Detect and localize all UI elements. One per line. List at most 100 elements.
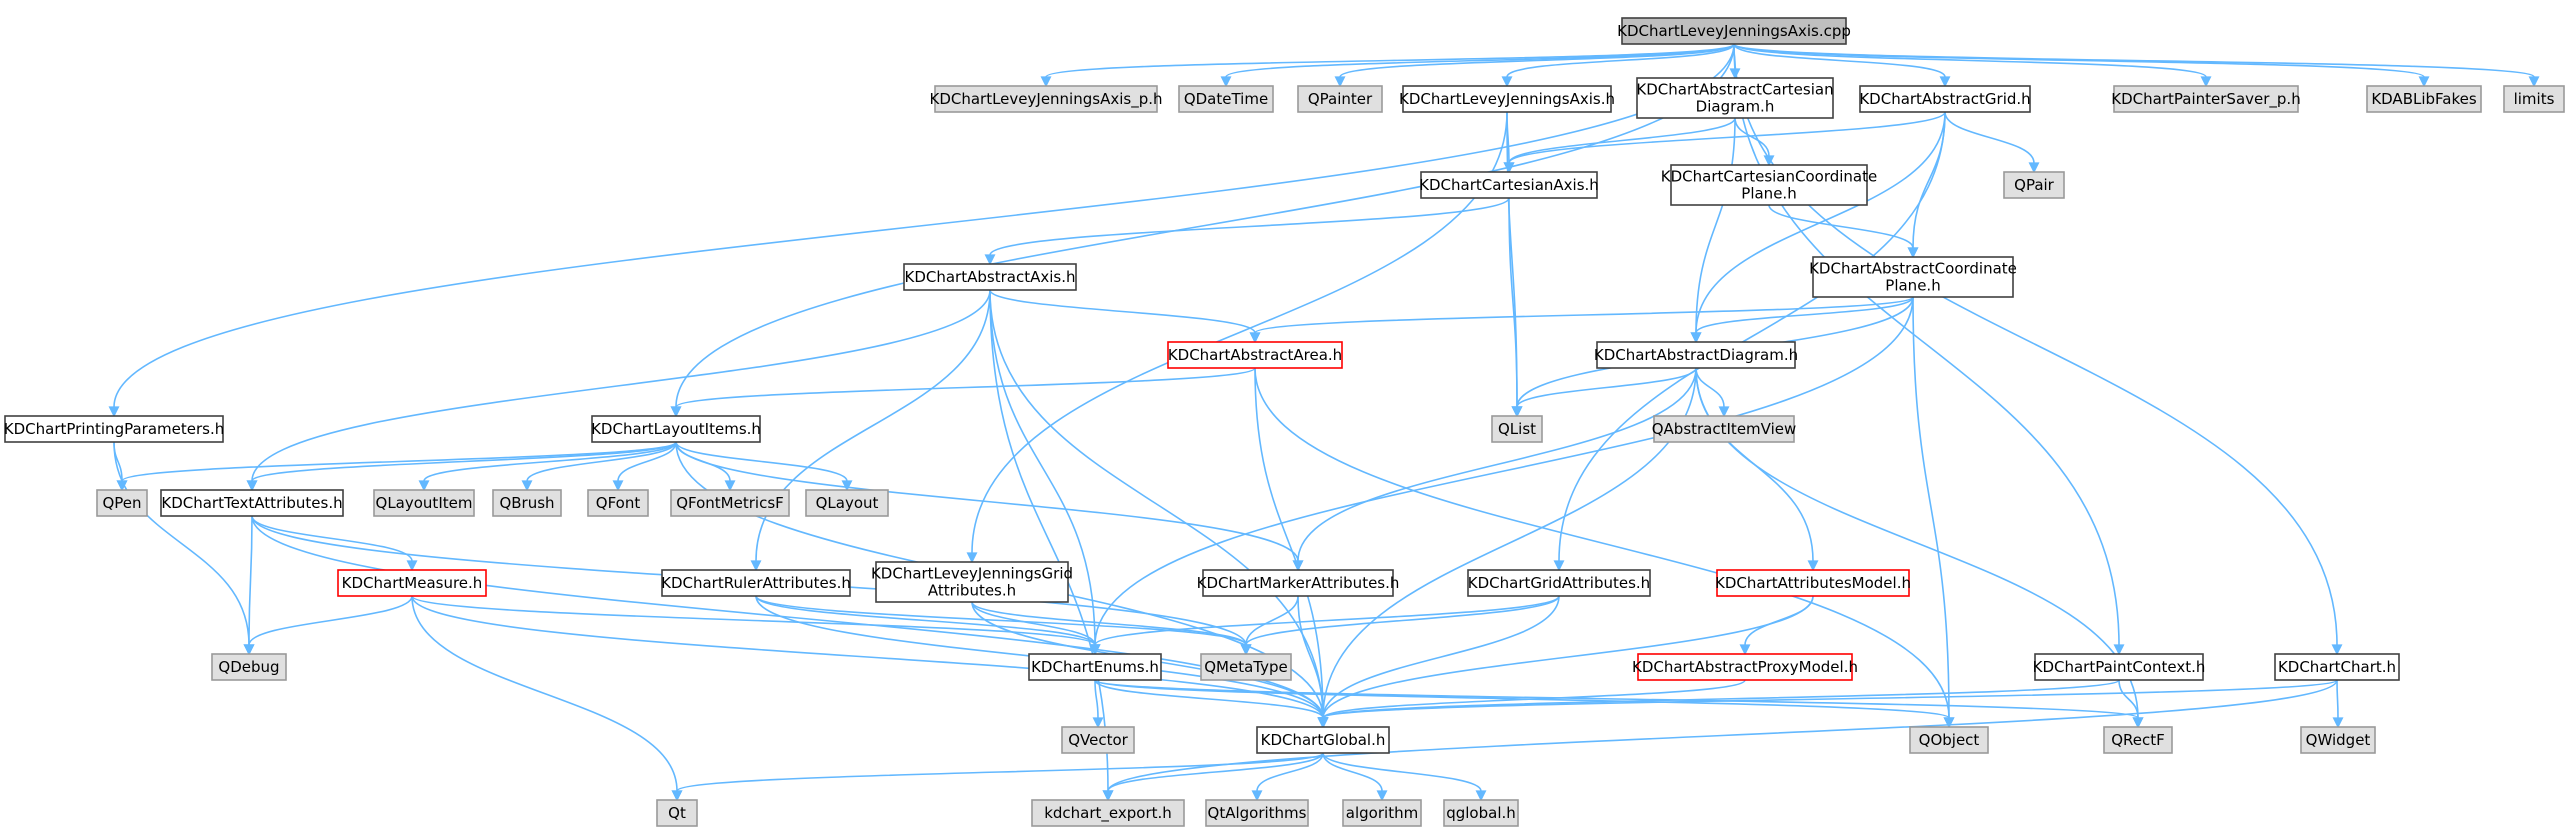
node-qdatetime: QDateTime: [1178, 85, 1274, 113]
node-absarea[interactable]: KDChartAbstractArea.h: [1167, 341, 1343, 369]
edge-absgrid-to-cartaxis: [1503, 111, 1946, 174]
node-box: [1402, 85, 1612, 113]
edge-line: [989, 289, 1324, 719]
edge-arrowhead: [1718, 406, 1730, 418]
node-label: QObject: [1919, 731, 1980, 749]
node-marker[interactable]: KDChartMarkerAttributes.h: [1197, 569, 1400, 597]
edge-line: [1322, 752, 1482, 792]
node-label: QList: [1498, 420, 1536, 438]
node-qmetatype: QMetaType: [1200, 653, 1292, 681]
edge-cartcoord-to-abscoord: [1768, 204, 1919, 259]
edge-line: [989, 289, 1256, 334]
edge-ljgrid-to-enums: [971, 601, 1101, 656]
edge-line: [1107, 752, 1324, 792]
edge-line: [1695, 367, 1725, 408]
node-box: [934, 85, 1158, 113]
node-label: KDChartTextAttributes.h: [161, 494, 342, 512]
node-ljaxis_h[interactable]: KDChartLeveyJenningsAxis.h: [1399, 85, 1615, 113]
edge-line: [113, 441, 250, 646]
node-label: QBrush: [499, 494, 554, 512]
edge-arrowhead: [1092, 717, 1104, 729]
node-textattr[interactable]: KDChartTextAttributes.h: [160, 489, 344, 517]
node-ruler[interactable]: KDChartRulerAttributes.h: [661, 569, 851, 597]
edge-line: [1508, 111, 1946, 164]
node-paintersaver: KDChartPainterSaver_p.h: [2111, 85, 2301, 113]
edge-arrowhead: [1501, 76, 1513, 88]
node-label: Plane.h: [1885, 277, 1940, 295]
node-box: [2366, 85, 2482, 113]
edge-arrowhead: [1040, 76, 1052, 88]
edge-line: [617, 441, 677, 482]
node-box: [656, 799, 698, 827]
edge-absdiag-to-marker: [1292, 367, 1697, 572]
node-label: KDChartAbstractDiagram.h: [1594, 346, 1798, 364]
edge-layoutitems-to-qlayout: [675, 441, 853, 492]
edge-line: [989, 197, 1510, 256]
node-label: KDChartPainterSaver_p.h: [2111, 90, 2300, 109]
node-absaxis[interactable]: KDChartAbstractAxis.h: [903, 263, 1077, 291]
node-absproxy[interactable]: KDChartAbstractProxyModel.h: [1632, 653, 1858, 681]
node-label: KDChartAbstractGrid.h: [1859, 90, 2030, 108]
edge-line: [411, 595, 1096, 646]
node-global[interactable]: KDChartGlobal.h: [1256, 726, 1390, 754]
edge-line: [1508, 197, 1518, 408]
node-qabsitemview: QAbstractItemView: [1652, 415, 1796, 443]
node-measure[interactable]: KDChartMeasure.h: [337, 569, 487, 597]
node-enums[interactable]: KDChartEnums.h: [1028, 653, 1162, 681]
node-label: QDebug: [218, 658, 279, 676]
node-cartaxis[interactable]: KDChartCartesianAxis.h: [1419, 171, 1599, 199]
node-chart[interactable]: KDChartChart.h: [2274, 653, 2400, 681]
edge-layoutitems-to-qlayoutitem: [418, 441, 677, 492]
node-label: KDChartEnums.h: [1031, 658, 1159, 676]
edge-line: [1094, 595, 1560, 646]
node-label: KDChartRulerAttributes.h: [661, 574, 851, 592]
edge-arrowhead: [2332, 717, 2344, 729]
edge-arrowhead: [1220, 76, 1232, 88]
node-label: KDChartCartesianAxis.h: [1419, 176, 1599, 194]
edge-arrowhead: [670, 406, 682, 418]
node-box: [1491, 415, 1543, 443]
edge-arrowhead: [2200, 76, 2212, 88]
node-root[interactable]: KDChartLeveyJenningsAxis.cpp: [1617, 17, 1851, 45]
node-paintctx[interactable]: KDChartPaintContext.h: [2033, 653, 2206, 681]
nodes-layer: KDChartLeveyJenningsAxis.cppKDChartPrint…: [4, 17, 2565, 827]
node-label: QPen: [102, 494, 141, 512]
edge-line: [1322, 679, 2120, 719]
node-absdiag[interactable]: KDChartAbstractDiagram.h: [1594, 341, 1798, 369]
edge-line: [675, 367, 1256, 408]
edge-line: [675, 441, 1299, 562]
node-label: KDChartAbstractArea.h: [1168, 346, 1342, 364]
edge-line: [989, 289, 1096, 646]
edge-arrowhead: [1292, 560, 1304, 572]
node-absgrid[interactable]: KDChartAbstractGrid.h: [1859, 85, 2031, 113]
edge-arrowhead: [2528, 76, 2540, 88]
node-layoutitems[interactable]: KDChartLayoutItems.h: [591, 415, 761, 443]
node-box: [1031, 799, 1185, 827]
edge-line: [1733, 43, 2120, 646]
node-label: kdchart_export.h: [1044, 804, 1172, 823]
edge-absdiag-to-qlist: [1511, 367, 1697, 418]
node-label: QLayoutItem: [376, 494, 473, 512]
edge-abscoord-to-absarea: [1249, 296, 1914, 344]
edge-line: [1733, 43, 2338, 646]
edge-arrowhead: [750, 560, 762, 572]
node-qrectf: QRectF: [2103, 726, 2173, 754]
node-printparams[interactable]: KDChartPrintingParameters.h: [4, 415, 224, 443]
node-box: [160, 489, 344, 517]
edge-layoutitems-to-textattr: [246, 441, 677, 492]
edge-arrowhead: [612, 480, 624, 492]
edge-arrowhead: [1943, 717, 1955, 729]
edge-arrowhead: [2331, 644, 2343, 656]
edge-arrowhead: [1739, 644, 1751, 656]
edges-layer: [108, 43, 2540, 802]
node-label: qglobal.h: [1446, 804, 1516, 822]
node-attrmodel[interactable]: KDChartAttributesModel.h: [1715, 569, 1911, 597]
node-box: [1342, 799, 1422, 827]
node-gridattr[interactable]: KDChartGridAttributes.h: [1467, 569, 1651, 597]
node-label: QPair: [2014, 176, 2055, 194]
edge-line: [1094, 679, 2139, 719]
